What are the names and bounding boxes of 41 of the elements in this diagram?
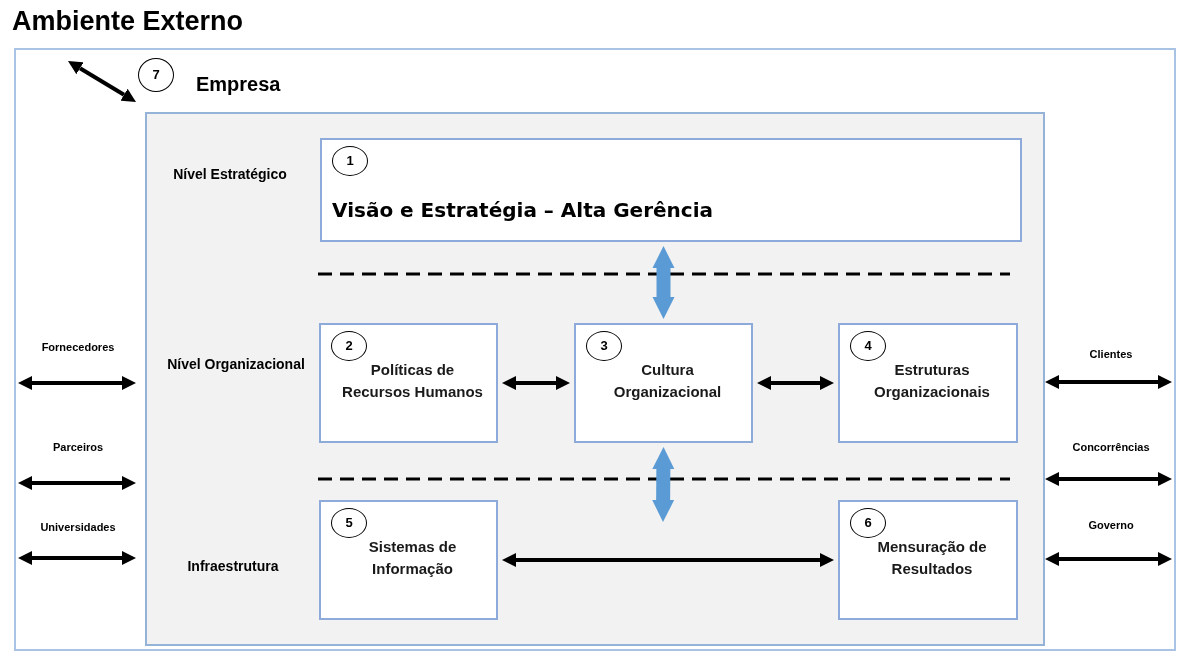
box-title: Visão e Estratégia – Alta Gerência	[332, 198, 714, 223]
text-label: Governo	[1087, 518, 1135, 533]
diagram-heading: Ambiente Externo	[12, 8, 244, 35]
process-box	[319, 323, 498, 443]
double-arrow	[18, 476, 136, 490]
text-label: Concorrências	[1071, 440, 1151, 455]
number-circle: 1	[332, 146, 368, 176]
process-box	[838, 323, 1018, 443]
box-text: Sistemas de Informação	[367, 537, 458, 579]
text-label: Nível Organizacional	[166, 355, 306, 374]
process-box	[319, 500, 498, 620]
double-arrow	[1045, 375, 1172, 389]
text-label: Parceiros	[51, 440, 105, 455]
double-arrow	[18, 551, 136, 565]
number-circle: 3	[586, 331, 622, 361]
box-text: Mensuração de Resultados	[876, 537, 988, 579]
process-box	[574, 323, 753, 443]
double-arrow	[68, 61, 136, 102]
double-arrow	[502, 553, 834, 567]
process-box	[838, 500, 1018, 620]
text-label: Universidades	[39, 520, 117, 535]
number-circle: 6	[850, 508, 886, 538]
text-label: Fornecedores	[40, 340, 116, 355]
process-box	[320, 138, 1022, 242]
text-label: Nível Estratégico	[172, 165, 288, 184]
double-arrow	[502, 376, 570, 390]
double-arrow	[1045, 552, 1172, 566]
double-arrow	[1045, 472, 1172, 486]
number-circle: 4	[850, 331, 886, 361]
box-text: Estruturas Organizacionais	[873, 360, 991, 402]
number-circle: 5	[331, 508, 367, 538]
box-text: Cultura Organizacional	[612, 360, 723, 402]
company-heading: Empresa	[196, 74, 281, 94]
text-label: Clientes	[1088, 347, 1134, 362]
number-circle: 2	[331, 331, 367, 361]
thick-double-arrow	[652, 246, 675, 319]
double-arrow	[18, 376, 136, 390]
text-label: Infraestrutura	[186, 557, 280, 576]
thick-double-arrow	[652, 447, 675, 522]
double-arrow	[757, 376, 834, 390]
box-text: Políticas de Recursos Humanos	[341, 360, 484, 402]
